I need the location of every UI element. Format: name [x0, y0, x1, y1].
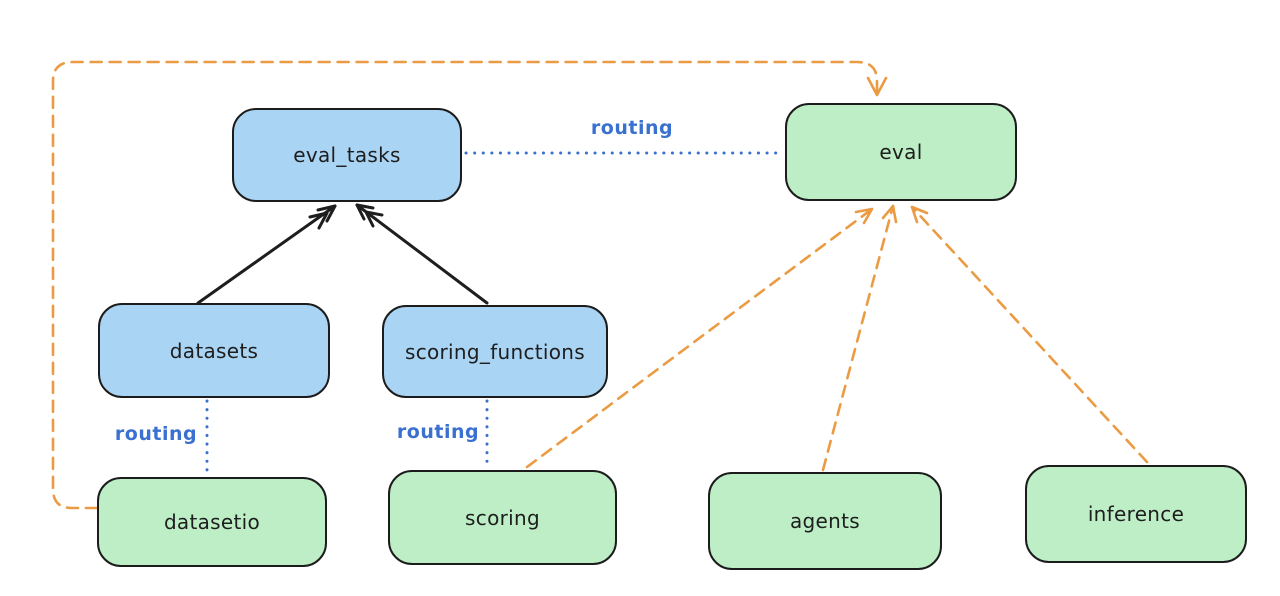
edge-scoring-functions-to-eval-tasks: [355, 203, 489, 305]
node-inference: inference: [1025, 465, 1247, 563]
node-label: agents: [790, 509, 860, 533]
node-datasetio: datasetio: [97, 477, 327, 567]
edge-label-routing-datasets-datasetio: routing: [114, 423, 198, 445]
edge-label-routing-eval-tasks-eval: routing: [590, 117, 674, 139]
node-datasets: datasets: [98, 303, 330, 398]
node-label: inference: [1087, 502, 1185, 526]
arrowhead: [881, 204, 898, 224]
arrowhead: [355, 203, 375, 221]
edge-agents-to-eval: [821, 204, 898, 472]
node-scoring: scoring: [388, 470, 617, 565]
arrowhead: [854, 207, 874, 225]
node-label: datasets: [169, 338, 259, 363]
arrowhead: [308, 211, 329, 230]
connector-line: [355, 203, 489, 305]
node-agents: agents: [708, 472, 942, 570]
arrowhead: [910, 205, 929, 224]
connector-line: [196, 204, 337, 305]
edge-label-routing-scoring-functions-scoring: routing: [396, 421, 480, 443]
node-scoring-functions: scoring_functions: [382, 305, 608, 398]
node-eval-tasks: eval_tasks: [232, 108, 462, 202]
edge-datasets-to-eval-tasks: [196, 204, 337, 305]
node-label: eval_tasks: [293, 143, 401, 167]
node-eval: eval: [785, 103, 1017, 201]
arrowhead: [364, 210, 384, 228]
node-label: eval: [879, 140, 923, 164]
connector-line: [821, 204, 895, 472]
arrowhead: [866, 76, 888, 97]
connector-line: [910, 205, 1149, 464]
node-label: scoring_functions: [404, 339, 586, 364]
node-label: scoring: [465, 505, 540, 530]
edge-inference-to-eval: [910, 205, 1149, 464]
node-label: datasetio: [163, 510, 261, 534]
arrowhead: [316, 204, 337, 223]
